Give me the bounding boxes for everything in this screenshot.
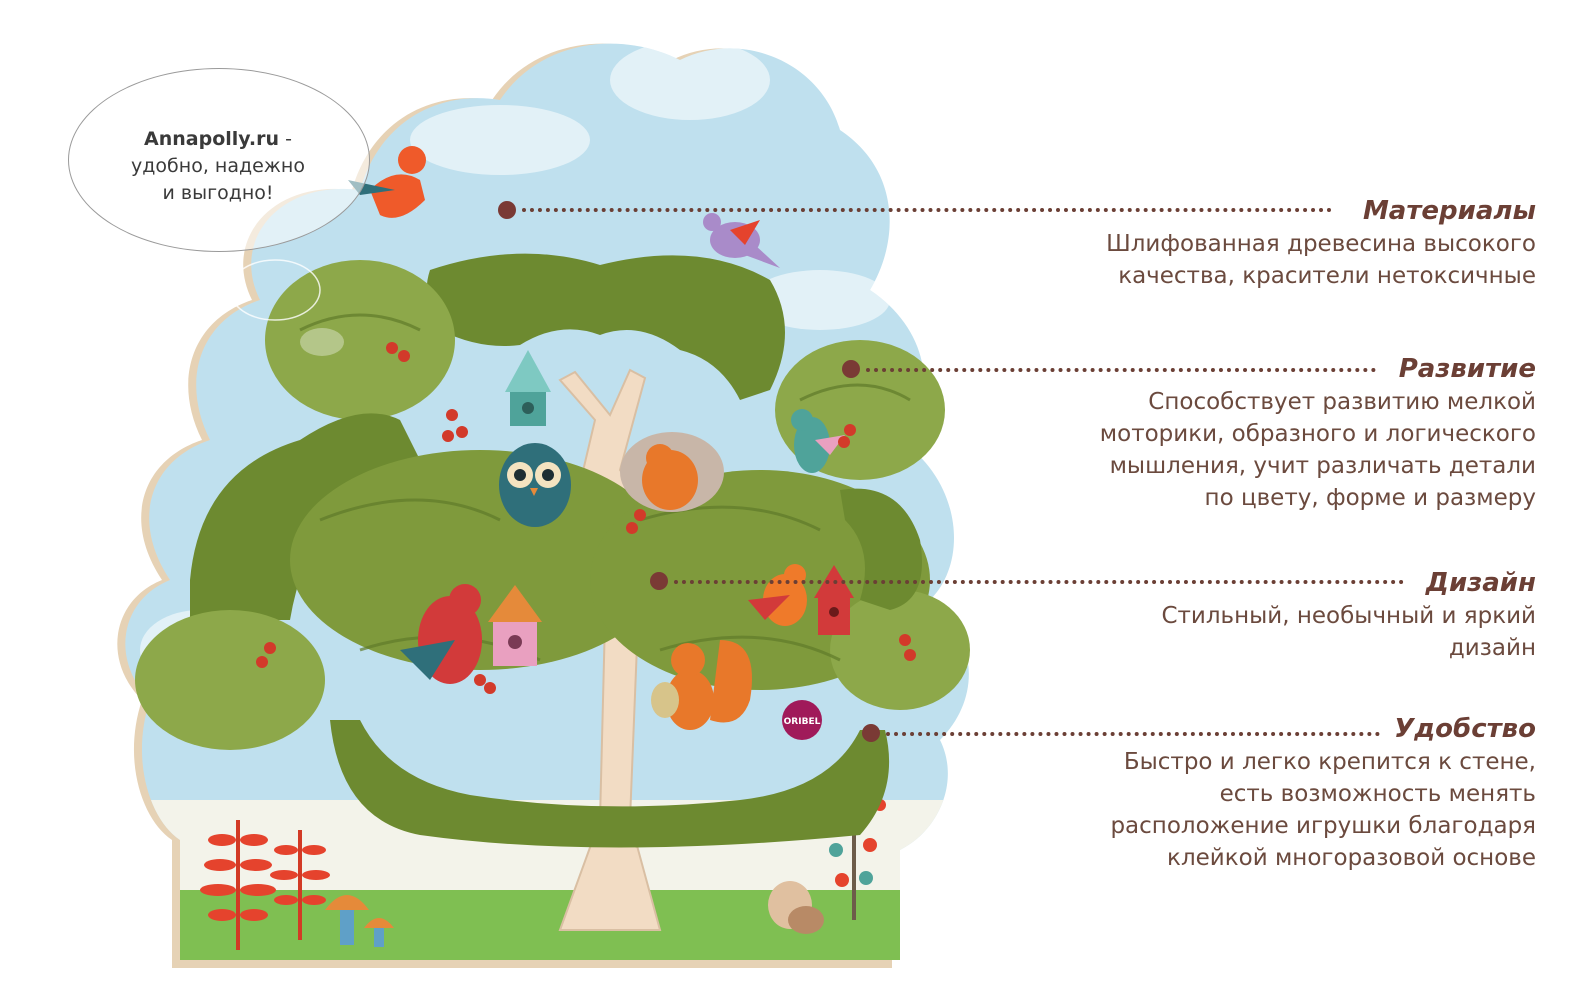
feature-description: Шлифованная древесина высокого качества,… <box>1106 231 1536 289</box>
feature-development: Развитие Способствует развитию мелкой мо… <box>1100 352 1536 514</box>
speech-bubble <box>68 68 370 252</box>
oribel-logo-circle <box>782 700 822 740</box>
stones <box>768 881 824 934</box>
feature-title: Материалы <box>1362 196 1536 226</box>
birdhouse-top <box>505 350 551 426</box>
feature-title: Удобство <box>1394 714 1536 744</box>
callout-dot-materials <box>498 201 516 219</box>
bird-teal <box>791 409 845 473</box>
owl <box>499 443 571 527</box>
feature-description: Способствует развитию мелкой моторики, о… <box>1099 389 1536 511</box>
tree-hollow-squirrel <box>620 432 724 512</box>
red-fern-left <box>200 820 330 950</box>
feature-convenience: Удобство Быстро и легко крепится к стене… <box>1110 712 1536 874</box>
birdhouse-pink <box>488 585 542 666</box>
callout-dot-development <box>842 360 860 378</box>
mushrooms <box>325 895 394 947</box>
lens-small <box>229 259 321 321</box>
squirrel <box>651 640 752 730</box>
oribel-logo: ORIBEL <box>784 717 821 727</box>
callout-dot-design <box>650 572 668 590</box>
brand-slogan: - удобно, надежно и выгодно! <box>131 128 305 204</box>
callout-dot-convenience <box>862 724 880 742</box>
lens-bubble-oval <box>300 328 344 356</box>
brand-name: Annapolly.ru <box>144 128 280 150</box>
callout-line-development <box>866 368 1376 372</box>
feature-description: Быстро и легко крепится к стене, есть во… <box>1110 749 1536 871</box>
tree-foliage <box>135 253 970 848</box>
callout-line-convenience <box>886 732 1380 736</box>
bird-lilac <box>703 213 780 268</box>
feature-description: Стильный, необычный и яркий дизайн <box>1161 603 1536 661</box>
red-berries <box>256 342 916 694</box>
speech-bubble-text: Annapolly.ru - удобно, надежно и выгодно… <box>88 126 348 207</box>
feature-title: Развитие <box>1398 354 1536 384</box>
callout-line-design <box>674 580 1404 584</box>
bird-red <box>400 584 482 684</box>
feature-design: Дизайн Стильный, необычный и яркий дизай… <box>1161 566 1536 664</box>
feature-materials: Материалы Шлифованная древесина высокого… <box>1106 194 1536 292</box>
callout-line-materials <box>522 208 1332 212</box>
feature-title: Дизайн <box>1425 568 1536 598</box>
